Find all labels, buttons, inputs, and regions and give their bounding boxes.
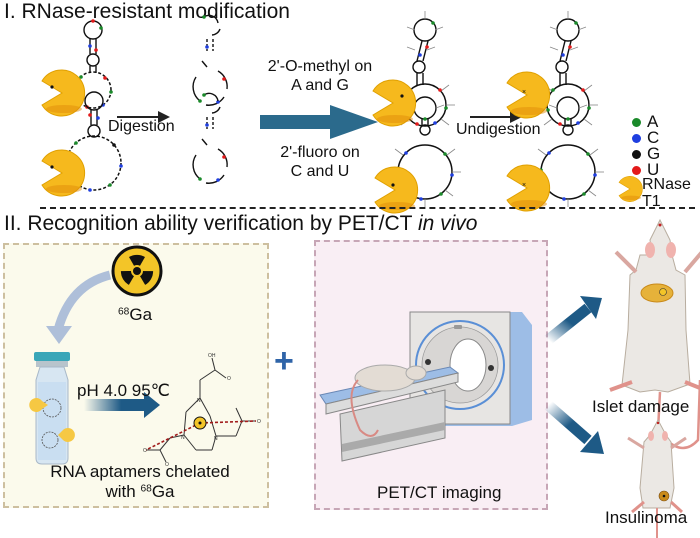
mouse-insulinoma-icon — [627, 418, 687, 538]
rnase-enzyme-inactive-icon — [506, 71, 551, 119]
legend-item-g: G — [632, 145, 660, 162]
outcome-arrow-bottom-icon — [544, 400, 604, 454]
section-divider — [40, 207, 695, 209]
legend-dot-u — [632, 165, 641, 175]
section2-title: II. Recognition ability verification by … — [4, 212, 478, 235]
legend-dot-c — [632, 133, 641, 143]
digestion-arrow-icon — [117, 111, 170, 123]
digestion-label: Digestion — [108, 118, 175, 135]
reaction-arrow-icon — [84, 392, 160, 418]
legend-enzyme-icon — [618, 176, 643, 202]
rna-structure-top-digested — [192, 14, 228, 106]
curved-arrow-icon — [53, 270, 112, 332]
rnase-enzyme-icon — [41, 149, 86, 197]
modification-top-line1: 2'-O-methyl on — [267, 58, 373, 75]
modification-top-label: 2'-O-methyl on A and G — [250, 57, 390, 95]
chelation-bond-dashes — [145, 420, 257, 451]
gallium-radiation-icon — [193, 416, 207, 430]
chelation-caption: RNA aptamers chelated with 68Ga — [50, 462, 230, 501]
legend-dot-a — [632, 117, 641, 127]
nucleotide-legend: A C G U — [632, 113, 660, 178]
svg-text:×: × — [522, 182, 526, 189]
rnase-enzyme-inactive-icon — [506, 164, 551, 212]
outcome-islet-damage-label: Islet damage — [592, 397, 690, 416]
legend-dot-g — [632, 149, 641, 159]
chelator-structure — [146, 357, 256, 463]
svg-text:N: N — [197, 398, 201, 404]
plus-icon: + — [274, 342, 294, 380]
chelation-diagram: OH N N N O O O O — [29, 245, 261, 468]
pet-ct-scanner-illustration — [319, 311, 532, 462]
isotope-label: 68Ga — [118, 305, 153, 324]
radiation-icon — [111, 245, 163, 297]
rna-modification-diagram: × × — [41, 10, 643, 214]
outcome-insulinoma-label: Insulinoma — [605, 508, 688, 527]
svg-text:OH: OH — [208, 353, 216, 359]
undigestion-label: Undigestion — [456, 121, 541, 138]
svg-text:N: N — [181, 435, 185, 441]
modification-bottom-line2: C and U — [290, 163, 350, 180]
imaging-label: PET/CT imaging — [377, 483, 502, 502]
legend-item-c: C — [632, 129, 660, 146]
svg-text:N: N — [214, 436, 218, 442]
rna-structure-bottom-digested — [192, 92, 228, 184]
legend-enzyme-label: RNase T1 — [642, 176, 691, 210]
svg-text:O: O — [165, 462, 169, 468]
vial-icon — [29, 352, 75, 465]
modification-top-line2: A and G — [291, 77, 349, 94]
svg-text:O: O — [143, 448, 147, 454]
rnase-enzyme-icon — [41, 69, 86, 117]
outcome-illustration — [544, 218, 700, 538]
svg-text:O: O — [257, 419, 261, 425]
svg-text:O: O — [227, 376, 231, 382]
legend-item-a: A — [632, 113, 660, 130]
svg-text:×: × — [522, 89, 526, 96]
modification-bottom-line1: 2'-fluoro on — [280, 144, 360, 161]
modification-bottom-label: 2'-fluoro on C and U — [250, 143, 390, 181]
mouse-islet-damage-icon — [609, 218, 700, 450]
rna-structure-modified-right — [537, 10, 599, 127]
section1-title: I. RNase-resistant modification — [4, 0, 290, 23]
outcome-arrow-top-icon — [544, 296, 602, 345]
mouse-on-bed-icon — [350, 364, 427, 437]
reaction-condition-label: pH 4.0 95℃ — [77, 381, 170, 400]
legend-item-u: U — [632, 161, 660, 178]
modification-arrow-icon — [260, 105, 378, 139]
